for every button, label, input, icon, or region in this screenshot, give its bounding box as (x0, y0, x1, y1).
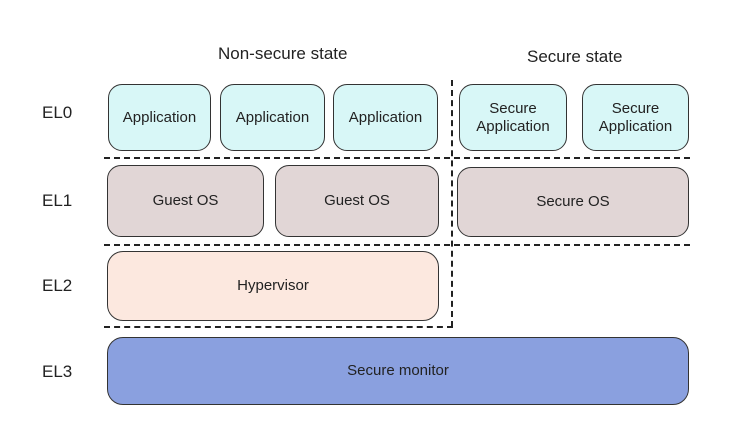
guest-os-box-2: Guest OS (275, 165, 439, 237)
application-box-1: Application (108, 84, 211, 151)
secure-application-box-2-line-1: Secure (611, 99, 660, 117)
secure-application-box-1-line-1: Secure (489, 99, 537, 117)
el1-el2-divider (104, 244, 690, 246)
guest-os-box-1: Guest OS (107, 165, 264, 237)
application-box-3-label: Application (348, 108, 423, 126)
el1-label: EL1 (42, 191, 73, 210)
secure-application-box-1: Secure Application (459, 84, 567, 151)
el3-label: EL3 (42, 362, 73, 381)
application-box-2: Application (220, 84, 325, 151)
hypervisor-box-label: Hypervisor (237, 277, 309, 294)
el2-el3-divider (104, 326, 453, 328)
application-box-3: Application (333, 84, 438, 151)
application-box-2-label: Application (235, 108, 310, 126)
application-box-1-label: Application (122, 108, 197, 126)
secure-os-box: Secure OS (457, 167, 689, 237)
non-secure-state-title: Non-secure state (218, 44, 348, 63)
secure-os-box-label: Secure OS (536, 193, 610, 210)
secure-application-box-2-line-2: Application (598, 117, 673, 135)
el0-label: EL0 (42, 103, 73, 122)
secure-monitor-box: Secure monitor (107, 337, 689, 405)
guest-os-box-1-label: Guest OS (152, 192, 219, 209)
hypervisor-box: Hypervisor (107, 251, 439, 321)
secure-state-title: Secure state (527, 47, 623, 66)
secure-application-box-1-line-2: Application (476, 117, 550, 135)
secure-boundary-divider (451, 80, 453, 327)
el0-el1-divider (104, 157, 690, 159)
guest-os-box-2-label: Guest OS (324, 192, 390, 209)
secure-application-box-2: Secure Application (582, 84, 689, 151)
el2-label: EL2 (42, 276, 73, 295)
secure-monitor-box-label: Secure monitor (347, 362, 449, 379)
